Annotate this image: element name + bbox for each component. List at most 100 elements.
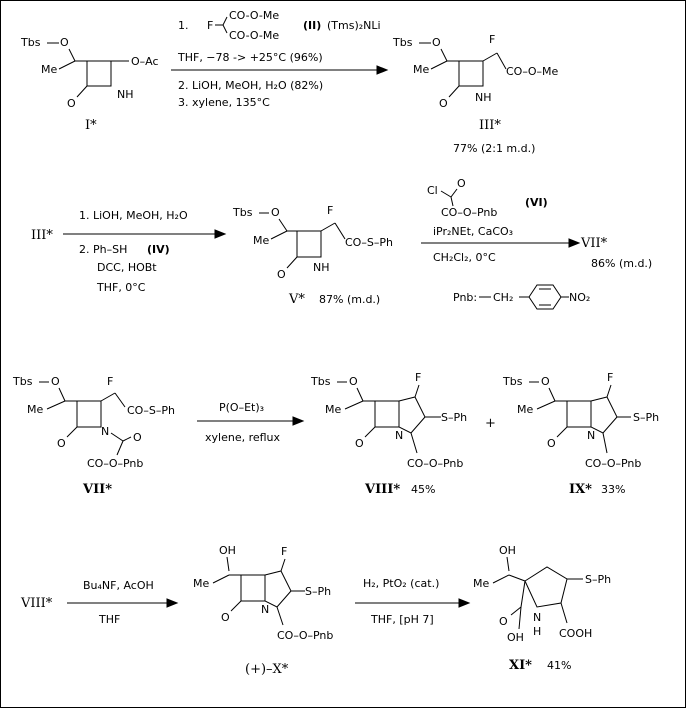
n-label: N [101, 425, 109, 438]
step1-thf: THF, −78 -> +25°C (96%) [177, 51, 323, 64]
step2-cond3: DCC, HOBt [97, 261, 157, 274]
carbonyl-o-label: O [57, 437, 66, 450]
sph-label: S–Ph [585, 573, 611, 586]
base-label: (Tms)₂NLi [327, 19, 381, 32]
step5-start: VIII* [20, 596, 53, 611]
compound-ix-yield: 33% [601, 483, 625, 496]
oh-label: OH [499, 544, 516, 557]
step5-reagent: Bu₄NF, AcOH [83, 579, 154, 592]
fluoro-label: F [607, 371, 613, 384]
step1-reagents: 1. F CO-O-Me CO-O-Me (II) (Tms)₂NLi THF,… [171, 9, 389, 109]
reagent-vi: (VI) [525, 196, 548, 209]
ester-label: CO–O–Pnb [407, 457, 463, 470]
acid-oh-label: OH [507, 631, 524, 644]
pnb-ch2: CH₂ [493, 291, 513, 304]
pnb-label: Pnb: [453, 291, 477, 304]
methyl-label: Me [413, 63, 429, 76]
compound-ix-label: IX* [569, 482, 592, 497]
oxygen-label: O [271, 206, 280, 219]
n-label: N [395, 429, 403, 442]
methyl-label: Me [41, 63, 57, 76]
ester-label: CO–O–Me [506, 65, 558, 78]
reagent-ii: (II) [303, 19, 321, 32]
compound-i: Tbs O Me O–Ac NH O I* [20, 36, 159, 133]
step4: P(O–Et)₃ xylene, reflux [197, 401, 305, 444]
oxygen-label: O [541, 375, 550, 388]
fluoro-label: F [207, 19, 213, 32]
methyl-label: Me [193, 577, 209, 590]
nh-n-label: N [533, 611, 541, 624]
ester-label: CO–O–Pnb [277, 629, 333, 642]
tbs-label: Tbs [232, 206, 253, 219]
sph-label: S–Ph [633, 411, 659, 424]
step2-start: III* [31, 228, 53, 243]
step2-cond4: THF, 0°C [96, 281, 146, 294]
compound-v-yield: 87% (m.d.) [319, 293, 380, 306]
step1-number: 1. [178, 19, 189, 32]
n-label: N [587, 429, 595, 442]
plus-sign: + [485, 416, 496, 431]
oxygen-label: O [349, 375, 358, 388]
oh-label: OH [219, 544, 236, 557]
compound-i-label: I* [85, 118, 97, 133]
step1-cond3: 3. xylene, 135°C [178, 96, 270, 109]
methyl-label: Me [27, 403, 43, 416]
cooh-label: COOH [559, 627, 592, 640]
compound-viii-label: VIII* [364, 482, 400, 497]
oxygen-label: O [432, 36, 441, 49]
oxygen-label: O [51, 375, 60, 388]
acyl-oxygen-label: O [457, 177, 466, 190]
step4-reagent: P(O–Et)₃ [219, 401, 264, 414]
tbs-label: Tbs [12, 375, 33, 388]
nh-label: NH [475, 91, 492, 104]
tbs-label: Tbs [310, 375, 331, 388]
step5: VIII* Bu₄NF, AcOH THF [20, 579, 179, 626]
thioester-label: CO–S–Ph [345, 236, 393, 249]
methyl-label: Me [325, 403, 341, 416]
step1-cond2: 2. LiOH, MeOH, H₂O (82%) [178, 79, 323, 92]
step3-ester: CO–O–Pnb [441, 206, 497, 219]
compound-x-label: (+)–X* [245, 662, 289, 677]
tbs-label: Tbs [502, 375, 523, 388]
oxo-label: O [133, 431, 142, 444]
compound-iii-label: III* [479, 118, 501, 133]
compound-v: Tbs O Me F CO–S–Ph NH O V* 87% (m.d.) [232, 204, 393, 307]
ester-label: CO–O–Pnb [585, 457, 641, 470]
step3-cond1: iPr₂NEt, CaCO₃ [433, 225, 513, 238]
step6: H₂, PtO₂ (cat.) THF, [pH 7] [355, 577, 471, 626]
thioester-label: CO–S–Ph [127, 404, 175, 417]
tbs-label: Tbs [20, 36, 41, 49]
carbonyl-o-label: O [547, 437, 556, 450]
nh-label: NH [313, 261, 330, 274]
fluoro-label: F [489, 33, 495, 46]
compound-viii-yield: 45% [411, 483, 435, 496]
pnb-no2: NO₂ [569, 291, 590, 304]
ester-top: CO-O-Me [229, 9, 279, 22]
step5-cond: THF [98, 613, 120, 626]
compound-viii: Tbs O Me F S–Ph N O CO–O–Pnb VIII* 45% [310, 371, 467, 497]
step3-cond2: CH₂Cl₂, 0°C [433, 251, 496, 264]
step2-cond2: 2. Ph–SH [79, 243, 127, 256]
compound-x: OH Me F S–Ph N O CO–O–Pnb (+)–X* [193, 544, 333, 677]
ester-label: CO–O–Pnb [87, 457, 143, 470]
compound-v-label: V* [288, 292, 305, 307]
step6-reagent: H₂, PtO₂ (cat.) [363, 577, 439, 590]
step2: III* 1. LiOH, MeOH, H₂O 2. Ph–SH (IV) DC… [31, 209, 227, 294]
compound-xi-label: XI* [509, 658, 532, 673]
carbonyl-o-label: O [355, 437, 364, 450]
carbonyl-o-label: O [439, 97, 448, 110]
compound-xi-yield: 41% [547, 659, 571, 672]
fluoro-label: F [281, 545, 287, 558]
sph-label: S–Ph [305, 585, 331, 598]
compound-iii-yield: 77% (2:1 m.d.) [453, 142, 535, 155]
carbonyl-o-label: O [67, 97, 76, 110]
compound-ix: Tbs O Me F S–Ph N O CO–O–Pnb IX* 33% [502, 371, 659, 497]
methyl-label: Me [253, 234, 269, 247]
fluoro-label: F [327, 204, 333, 217]
chloro-label: Cl [427, 184, 438, 197]
carbonyl-o-label: O [277, 268, 286, 281]
compound-vii-label: VII* [82, 482, 112, 497]
methyl-label: Me [517, 403, 533, 416]
